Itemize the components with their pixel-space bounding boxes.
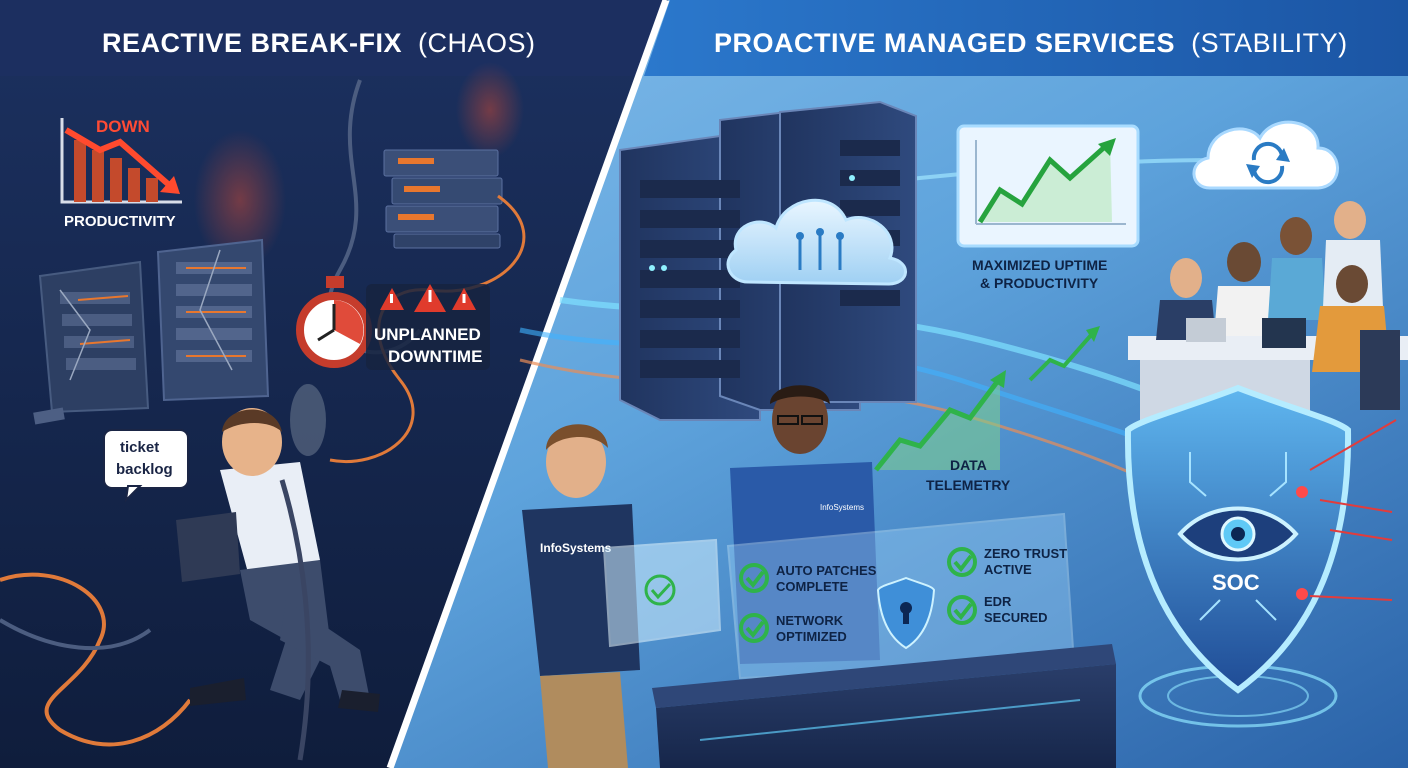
productivity-label: PRODUCTIVITY [64, 213, 176, 230]
check-icon-edr [947, 595, 977, 625]
cloud-circuit-icon [726, 198, 907, 286]
uptime-line-1: MAXIMIZED UPTIME [972, 257, 1107, 273]
uptime-line-2: & PRODUCTIVITY [980, 275, 1099, 291]
uptime-chart-panel [956, 124, 1140, 248]
soc-shield-icon [1124, 384, 1352, 728]
status-zero-trust-1: ZERO TRUST [984, 546, 1067, 561]
smoke-plume [194, 130, 286, 270]
tangled-cable [0, 618, 152, 651]
check-icon-auto-patches [739, 563, 769, 593]
status-auto-patches-1: AUTO PATCHES [776, 563, 877, 578]
ticket-backlog-bubble [103, 429, 189, 503]
shirt-text-right: InfoSystems [820, 503, 864, 512]
telemetry-chart-icon [874, 326, 1100, 472]
left-header-bar [0, 0, 662, 76]
soc-label: SOC [1212, 570, 1260, 595]
right-header-bar [644, 0, 1408, 76]
left-header-title: REACTIVE BREAK-FIX (CHAOS) [102, 28, 536, 58]
shirt-text-left: InfoSystems [540, 541, 612, 555]
broken-server-rack [156, 238, 270, 402]
tablet-icon [176, 512, 240, 582]
left-header-sub: (CHAOS) [418, 28, 536, 58]
right-header-title: PROACTIVE MANAGED SERVICES (STABILITY) [714, 28, 1348, 58]
speech-line-1: ticket [120, 439, 159, 456]
right-header-main: PROACTIVE MANAGED SERVICES [714, 28, 1175, 58]
status-network-1: NETWORK [776, 613, 844, 628]
debris [33, 407, 65, 425]
tangled-cable [279, 479, 311, 761]
telemetry-line-1: DATA [950, 457, 987, 473]
server-stack [383, 149, 503, 249]
holographic-tablet [602, 538, 722, 648]
threat-arrow-icons [1296, 419, 1397, 601]
smoke-plume [290, 384, 326, 456]
status-hologram-panel [726, 512, 1076, 680]
smoke-plume [456, 62, 524, 158]
down-label: DOWN [96, 117, 150, 136]
alert-line-1: UNPLANNED [374, 325, 481, 344]
cloud-sync-icon [1192, 120, 1339, 190]
office-team [1128, 201, 1408, 420]
technician-infosystems-right [730, 385, 880, 664]
status-auto-patches-2: COMPLETE [776, 579, 849, 594]
warning-triangle-icon [380, 284, 476, 312]
alert-line-2: DOWNTIME [388, 347, 482, 366]
status-edr-2: SECURED [984, 610, 1048, 625]
status-network-2: OPTIMIZED [776, 629, 847, 644]
check-icon-network [739, 613, 769, 643]
left-header-main: REACTIVE BREAK-FIX [102, 28, 402, 58]
broken-server-rack [38, 260, 150, 414]
speech-line-2: backlog [116, 461, 173, 478]
down-chart-icon [60, 118, 182, 204]
telemetry-line-2: TELEMETRY [926, 477, 1011, 493]
diagonal-divider [386, 0, 670, 768]
status-edr-1: EDR [984, 594, 1012, 609]
control-desk [652, 644, 1116, 768]
check-icon-zero-trust [947, 547, 977, 577]
status-zero-trust-2: ACTIVE [984, 562, 1032, 577]
right-header-sub: (STABILITY) [1191, 28, 1348, 58]
tangled-cable [0, 572, 192, 747]
